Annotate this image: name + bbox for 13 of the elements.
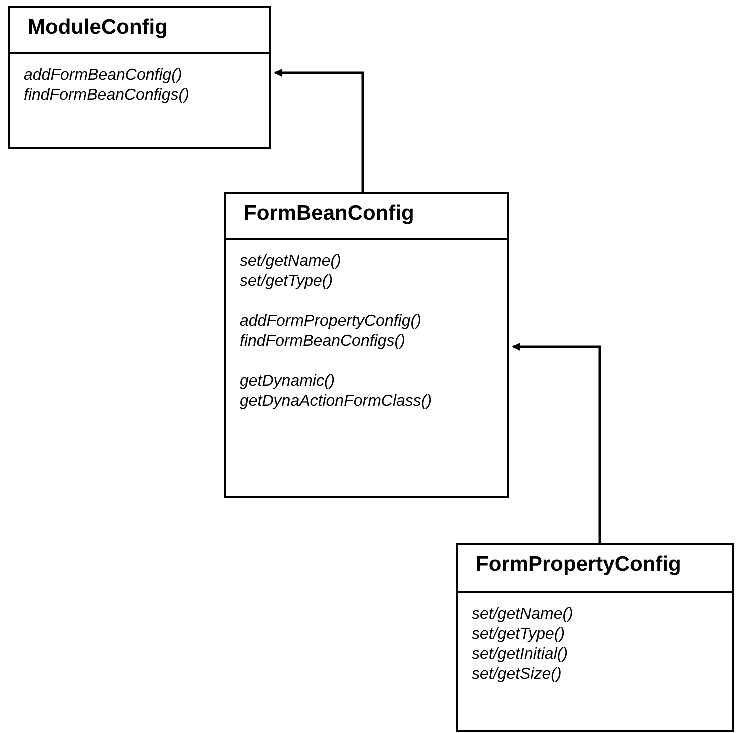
arrow	[274, 69, 364, 192]
class-name: ModuleConfig	[10, 8, 269, 54]
method-list: getDynamic() getDynaActionFormClass()	[240, 372, 493, 412]
method-list: set/getName() set/getType()	[240, 252, 493, 292]
class-box	[456, 543, 734, 732]
arrow	[512, 343, 602, 543]
method-list: addFormPropertyConfig() findFormBeanConfigs()	[240, 312, 493, 352]
class-box	[8, 6, 271, 149]
method-list: addFormBeanConfig() findFormBeanConfigs()	[24, 66, 255, 106]
class-name: FormBeanConfig	[226, 194, 507, 240]
method-list: set/getName() set/getType() set/getInitial() set/getSize()	[472, 605, 718, 685]
class-box	[224, 192, 509, 498]
class-name: FormPropertyConfig	[458, 545, 732, 593]
